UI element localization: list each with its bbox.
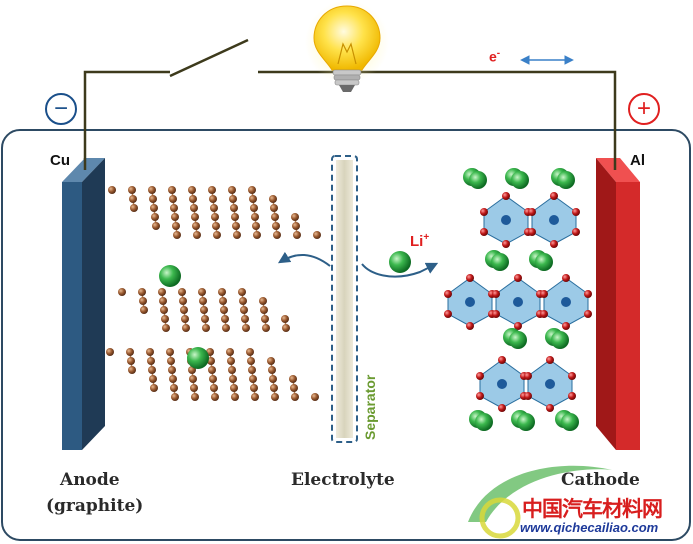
plus-sign-icon: +: [628, 93, 660, 125]
separator: [331, 155, 358, 443]
cell-outline: [1, 129, 691, 541]
ion-flow-arrows: [277, 251, 439, 278]
graphite-sheet-middle: [118, 288, 290, 332]
cathode-li-row-2: [485, 250, 553, 271]
anode-lithium-ions: [159, 265, 209, 369]
positive-terminal-label: +: [636, 95, 651, 122]
electron-charge: -: [496, 48, 501, 59]
negative-terminal-label: −: [53, 95, 68, 122]
anode-material-label: (graphite): [46, 496, 144, 516]
cathode-oxide-row-3: [476, 356, 576, 412]
cathode-li-row-1: [463, 168, 575, 189]
lithium-charge: +: [423, 232, 430, 243]
cathode-li-row-4: [469, 410, 579, 431]
electrolyte-label: Electrolyte: [291, 470, 395, 490]
watermark-swoosh: [468, 465, 612, 539]
graphite-sheet-top: [108, 186, 321, 239]
cathode-oxide-row-1: [480, 192, 580, 248]
cathode-oxide-row-2: [444, 274, 592, 330]
graphite-layers: [106, 186, 321, 401]
anode-collector-label: Cu: [50, 152, 70, 169]
cathode-collector-label: Al: [630, 152, 645, 169]
lithium-ion-label: Li+: [410, 232, 429, 250]
travelling-lithium-ion: [389, 251, 411, 273]
watermark-brand: 中国汽车材料网: [522, 497, 663, 521]
switch-icon: [169, 38, 249, 78]
cathode-li-row-3: [503, 328, 569, 349]
watermark-url: www.qichecailiao.com: [520, 520, 659, 535]
cathode-label: Cathode: [561, 470, 640, 490]
lithium-symbol: Li: [410, 233, 424, 250]
separator-label: Separator: [362, 374, 378, 440]
cathode-crystal: [444, 168, 592, 431]
minus-sign-icon: −: [45, 93, 77, 125]
anode-plate: [62, 158, 105, 450]
anode-label: Anode: [60, 470, 120, 490]
light-bulb-icon: [305, 0, 389, 92]
electron-label: e-: [489, 48, 500, 65]
electron-symbol: e: [489, 48, 497, 65]
cathode-plate: [596, 158, 640, 450]
graphite-sheet-bottom: [106, 348, 319, 401]
